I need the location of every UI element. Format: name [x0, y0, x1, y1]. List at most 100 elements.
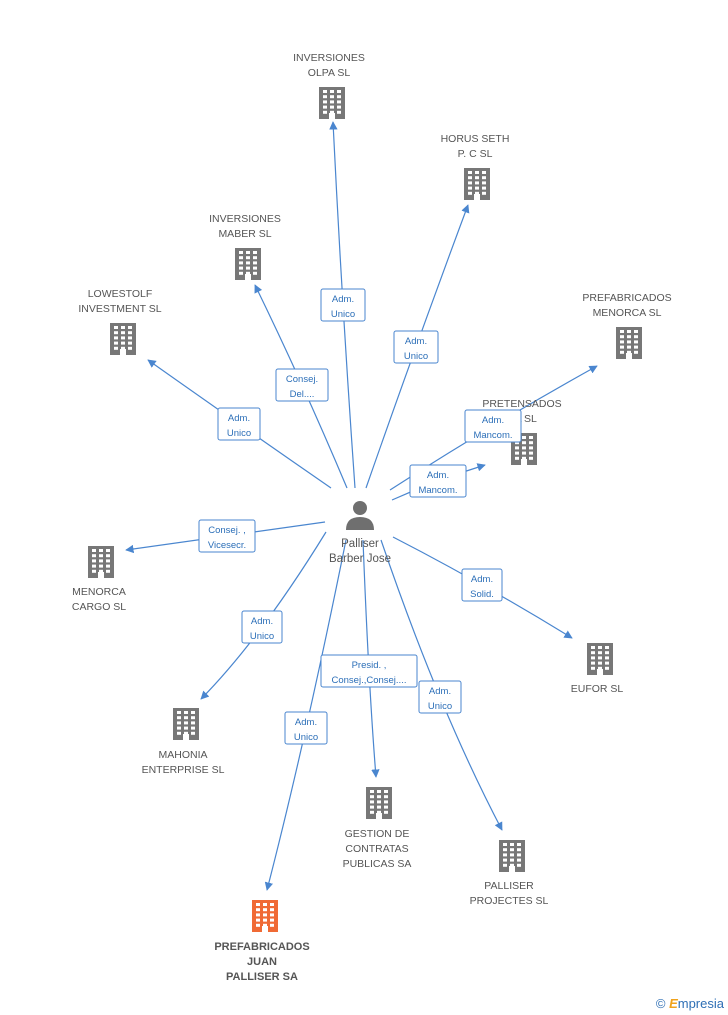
- company-label-line: PREFABRICADOS: [214, 941, 309, 953]
- relation-label-box: [275, 368, 329, 402]
- company-node-palliser-projectes[interactable]: PALLISER PROJECTES SL: [470, 840, 549, 907]
- building-icon: [252, 900, 278, 932]
- relation-label-gestion-contratas[interactable]: Presid. , Consej.,Consej....: [320, 654, 418, 688]
- relation-label-box: [320, 288, 366, 322]
- person-icon: [346, 501, 374, 530]
- relation-label-text: Unico: [428, 701, 452, 712]
- relation-label-horus-seth[interactable]: Adm. Unico: [393, 330, 439, 364]
- building-icon: [616, 327, 642, 359]
- relation-label-text: Consej.,Consej....: [332, 675, 407, 686]
- relation-label-text: Unico: [331, 309, 355, 320]
- relation-label-prefabricados-menorca[interactable]: Adm. Mancom.: [464, 409, 522, 443]
- company-label-line: ENTERPRISE SL: [142, 764, 225, 776]
- company-node-eufor[interactable]: EUFOR SL: [571, 643, 624, 695]
- company-label-line: JUAN: [247, 956, 277, 968]
- relation-label-box: [241, 610, 283, 644]
- company-label-line: HORUS SETH: [441, 133, 510, 145]
- relation-label-text: Unico: [294, 732, 318, 743]
- relation-label-box: [409, 464, 467, 498]
- relation-label-text: Adm.: [251, 616, 273, 627]
- building-icon: [235, 248, 261, 280]
- company-label-line: EUFOR SL: [571, 683, 624, 695]
- relation-label-box: [320, 654, 418, 688]
- relation-label-text: Solid.: [470, 589, 494, 600]
- relation-label-text: Adm.: [471, 574, 493, 585]
- relation-label-text: Adm.: [429, 686, 451, 697]
- company-node-inversiones-maber[interactable]: INVERSIONES MABER SL: [209, 213, 281, 280]
- company-label-line: INVERSIONES: [293, 52, 365, 64]
- relation-label-text: Consej. ,: [208, 525, 246, 536]
- relation-label-box: [198, 519, 256, 553]
- relation-label-text: Adm.: [482, 415, 504, 426]
- company-label-line: PREFABRICADOS: [582, 292, 671, 304]
- relation-label-menorca-cargo[interactable]: Consej. , Vicesecr.: [198, 519, 256, 553]
- company-label-line: PALLISER: [484, 880, 534, 892]
- building-icon: [587, 643, 613, 675]
- relation-label-text: Adm.: [427, 470, 449, 481]
- building-icon: [88, 546, 114, 578]
- building-icon: [110, 323, 136, 355]
- relation-label-text: Mancom.: [418, 485, 457, 496]
- person-name-line: Palliser: [341, 538, 379, 550]
- company-label-line: PUBLICAS SA: [343, 858, 412, 870]
- relation-label-text: Adm.: [228, 413, 250, 424]
- building-icon: [319, 87, 345, 119]
- relation-label-pretensados[interactable]: Adm. Mancom.: [409, 464, 467, 498]
- relation-label-text: Mancom.: [473, 430, 512, 441]
- brand-name: mpresia: [677, 996, 724, 1011]
- relation-label-text: Vicesecr.: [208, 540, 246, 551]
- company-label-line: LOWESTOLF: [88, 288, 153, 300]
- company-node-prefabricados-menorca[interactable]: PREFABRICADOS MENORCA SL: [582, 292, 672, 359]
- relation-label-inversiones-olpa[interactable]: Adm.Unico: [320, 288, 366, 322]
- company-node-menorca-cargo[interactable]: MENORCA CARGO SL: [72, 546, 126, 613]
- company-label-line: INVERSIONES: [209, 213, 281, 225]
- company-node-prefabricados-juan[interactable]: PREFABRICADOS JUAN PALLISER SA: [214, 900, 310, 983]
- relation-label-text: Presid. ,: [352, 660, 387, 671]
- relation-label-lowestolf[interactable]: Adm. Unico: [217, 407, 261, 441]
- relation-label-text: Del....: [290, 389, 315, 400]
- company-label-line: P. C SL: [458, 148, 493, 160]
- relation-label-text: Unico: [227, 428, 251, 439]
- relation-label-text: Adm.: [295, 717, 317, 728]
- company-label-line: MENORCA SL: [593, 307, 662, 319]
- company-node-mahonia[interactable]: MAHONIA ENTERPRISE SL: [142, 708, 225, 776]
- building-icon: [366, 787, 392, 819]
- relation-label-eufor[interactable]: Adm. Solid.: [461, 568, 503, 602]
- company-label-line: MABER SL: [218, 228, 271, 240]
- building-icon: [173, 708, 199, 740]
- company-label-line: PALLISER SA: [226, 971, 298, 983]
- company-label-line: MAHONIA: [158, 749, 207, 761]
- relation-label-inversiones-maber[interactable]: Consej. Del....: [275, 368, 329, 402]
- relation-label-text: Unico: [404, 351, 428, 362]
- relation-label-mahonia[interactable]: Adm. Unico: [241, 610, 283, 644]
- relation-labels-layer: Adm.UnicoAdm.UnicoConsej.Del....Adm.Unic…: [198, 288, 522, 745]
- relation-label-text: Unico: [250, 631, 274, 642]
- relation-label-palliser-projectes[interactable]: Adm. Unico: [418, 680, 462, 714]
- company-label-line: CARGO SL: [72, 601, 126, 613]
- person-name-line: Barber Jose: [329, 553, 391, 565]
- company-label-line: MENORCA: [72, 586, 126, 598]
- relation-label-box: [393, 330, 439, 364]
- building-icon: [464, 168, 490, 200]
- relation-label-box: [461, 568, 503, 602]
- relation-label-box: [418, 680, 462, 714]
- company-label-line: CONTRATAS: [345, 843, 408, 855]
- copyright-symbol: ©: [655, 996, 666, 1011]
- company-label-line: PROJECTES SL: [470, 895, 549, 907]
- company-label-line: PRETENSADOS: [482, 398, 561, 410]
- building-icon: [499, 840, 525, 872]
- relation-label-text: Consej.: [286, 374, 318, 385]
- relation-label-text: Adm.: [405, 336, 427, 347]
- company-node-lowestolf[interactable]: LOWESTOLF INVESTMENT SL: [78, 288, 162, 355]
- company-label-line: INVESTMENT SL: [78, 303, 161, 315]
- relation-label-box: [217, 407, 261, 441]
- brand-initial: E: [669, 996, 678, 1011]
- relation-label-box: [464, 409, 522, 443]
- company-node-horus-seth[interactable]: HORUS SETH P. C SL: [441, 133, 510, 200]
- relation-label-prefabricados-juan[interactable]: Adm. Unico: [284, 711, 328, 745]
